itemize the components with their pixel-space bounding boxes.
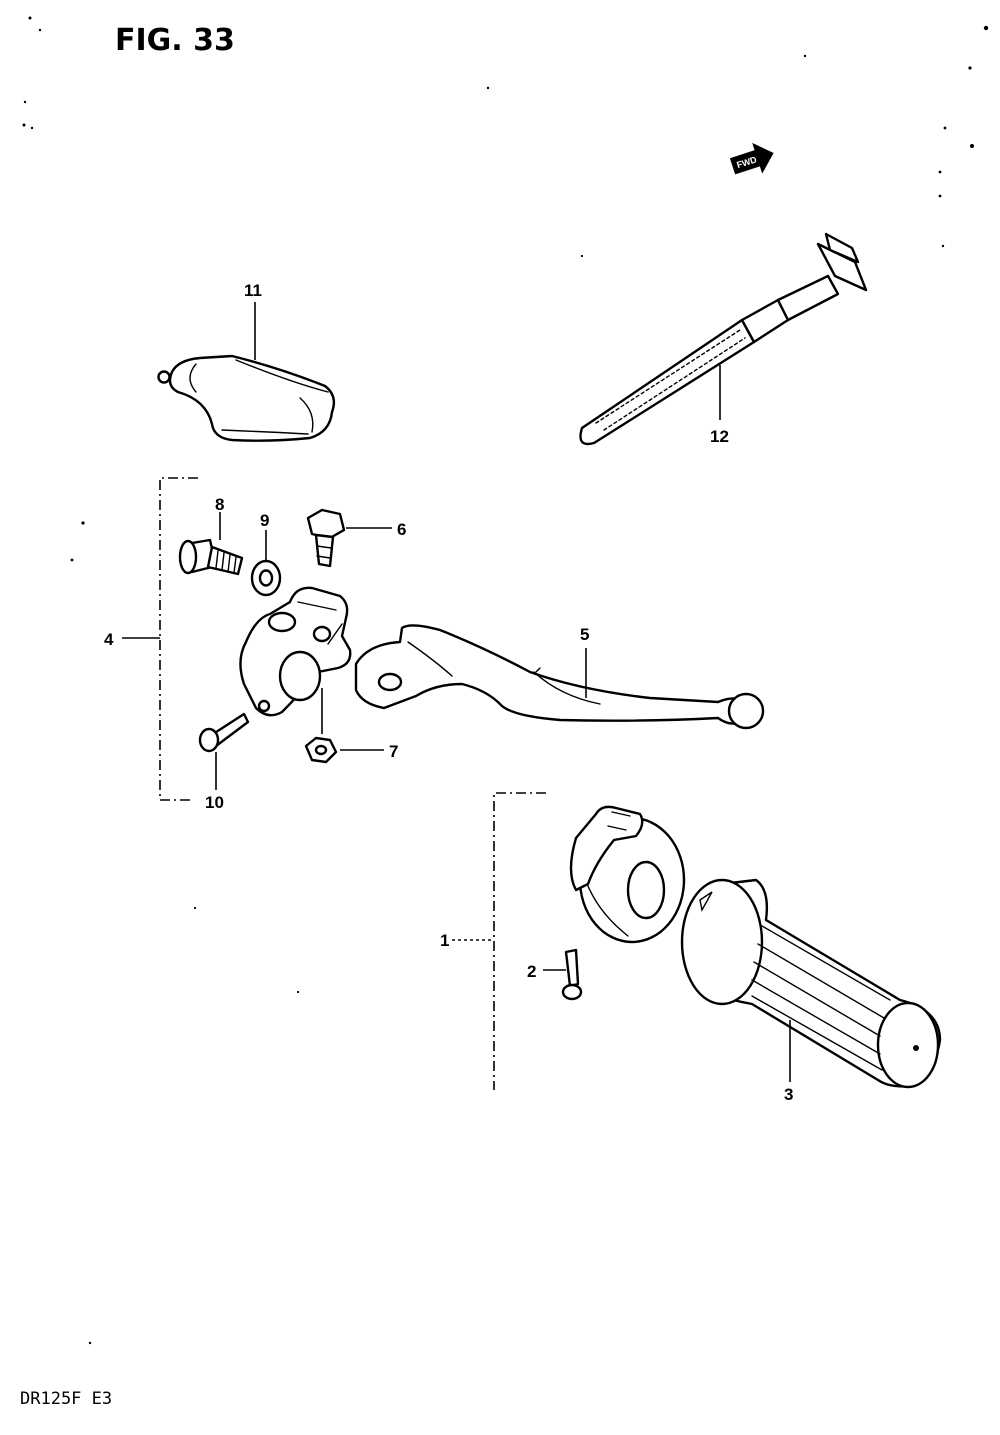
part-12-cable-tie (579, 232, 868, 446)
part-6-adjuster-bolt (306, 508, 346, 568)
label-11: 11 (244, 281, 262, 300)
bracket-4 (159, 477, 198, 801)
scan-specks (22, 16, 989, 1345)
figure-title: FIG. 33 (115, 23, 235, 58)
part-3-handlebar-grip (680, 878, 942, 1089)
label-6: 6 (397, 520, 406, 539)
part-11-lever-cover (157, 354, 336, 442)
label-7: 7 (389, 742, 398, 761)
label-3: 3 (784, 1085, 793, 1104)
forward-arrow-icon: FWD (729, 142, 774, 175)
part-1-grip-housing (569, 805, 686, 944)
part-7-nut (304, 736, 338, 764)
bracket-1 (493, 792, 546, 1090)
label-8: 8 (215, 495, 224, 514)
part-10-screw (198, 712, 250, 753)
label-2: 2 (527, 962, 536, 981)
part-8-pivot-bolt (178, 538, 244, 576)
label-4: 4 (104, 630, 114, 649)
label-5: 5 (580, 625, 589, 644)
part-2-screw (561, 948, 583, 1001)
label-10: 10 (205, 793, 224, 812)
label-1: 1 (440, 931, 449, 950)
label-12: 12 (710, 427, 729, 446)
label-9: 9 (260, 511, 269, 530)
part-9-washer (250, 559, 282, 597)
part-4-lever-holder (239, 586, 352, 717)
model-code: DR125F E3 (20, 1389, 112, 1409)
part-5-clutch-lever (354, 624, 765, 730)
